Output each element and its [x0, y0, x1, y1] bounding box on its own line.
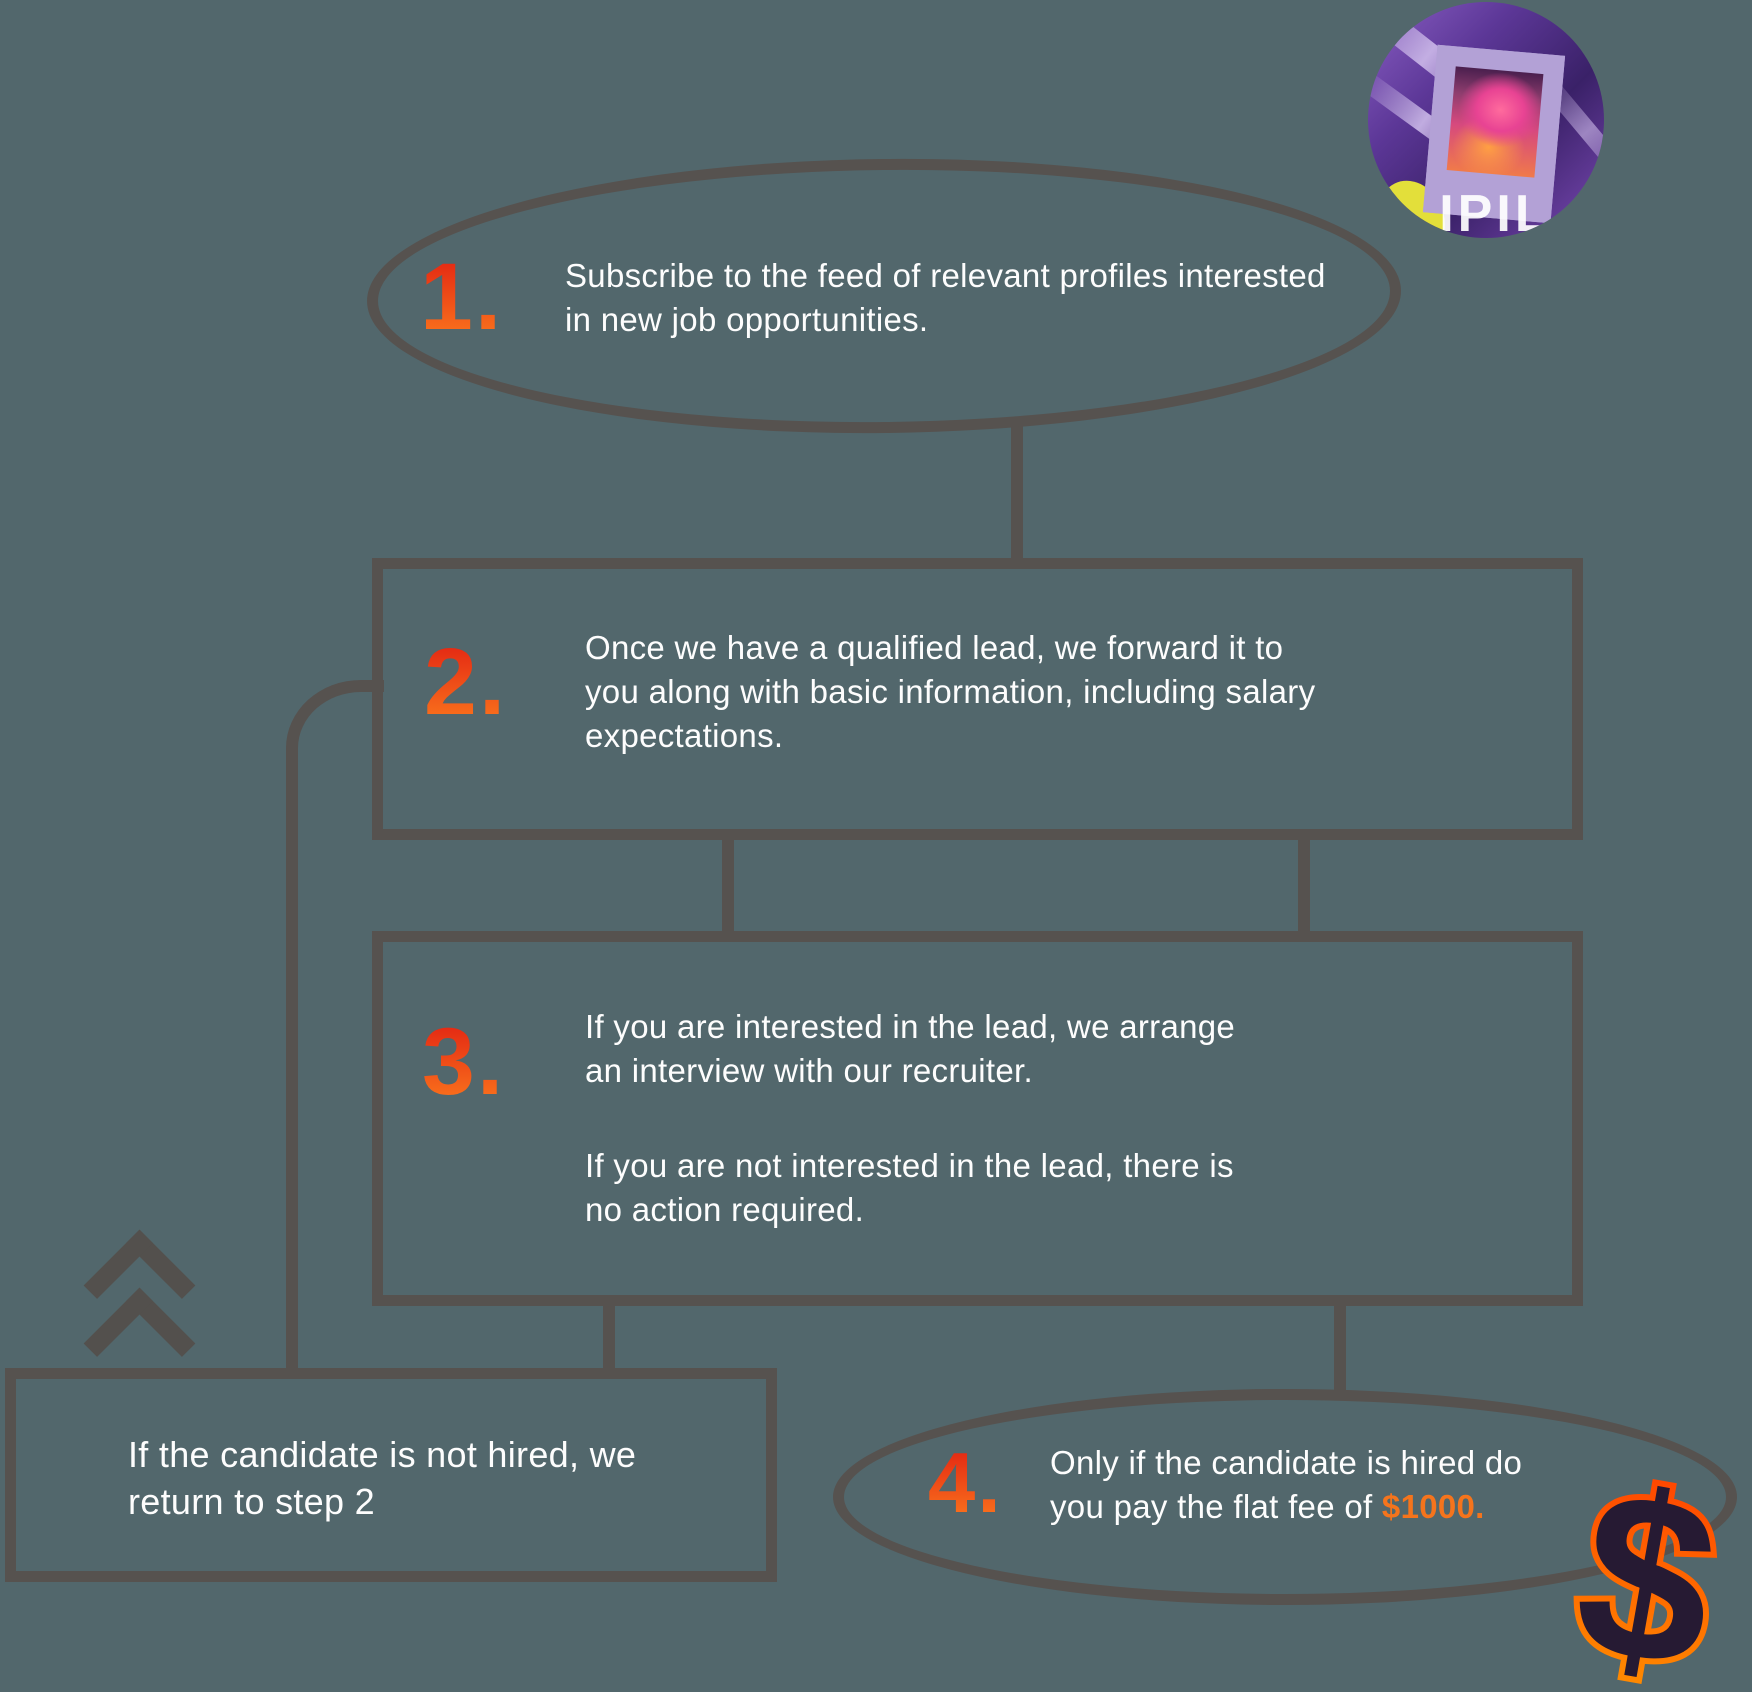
connector-step3-to-loopbox [603, 1300, 615, 1372]
step1-number: 1. [420, 244, 504, 350]
step2-box [372, 558, 1583, 840]
connector-step2-to-step3-left [722, 835, 734, 935]
connector-step1-to-step2 [1011, 420, 1023, 565]
loopback-note-text: If the candidate is not hired, we return… [128, 1431, 636, 1525]
avatar-face-photo [1446, 66, 1544, 178]
step4-ellipse [833, 1389, 1737, 1605]
avatar-logo-letters: IPIL [1439, 185, 1551, 238]
step3-box [372, 931, 1583, 1306]
step1-ellipse [365, 153, 1403, 439]
loopback-elbow-curve [286, 680, 384, 760]
step2-text-line3: expectations. [585, 717, 784, 754]
step3-text-line3: If you are not interested in the lead, t… [585, 1147, 1234, 1184]
loopback-note-box [5, 1368, 777, 1582]
dollar-glyph: $ [1560, 1438, 1734, 1692]
avatar: IPIL [1368, 2, 1604, 238]
connector-step3-to-step4 [1334, 1300, 1346, 1394]
step3-number: 3. [422, 1009, 506, 1115]
loopback-note-line2: return to step 2 [128, 1481, 375, 1522]
step3-text-line1: If you are interested in the lead, we ar… [585, 1008, 1236, 1045]
step3-text-line2: an interview with our recruiter. [585, 1052, 1033, 1089]
connector-step2-to-step3-right [1298, 835, 1310, 935]
step2-number: 2. [424, 629, 508, 735]
step2-text: Once we have a qualified lead, we forwar… [585, 626, 1315, 758]
step3-text-line4: no action required. [585, 1191, 865, 1228]
step1-text-line2: in new job opportunities. [565, 301, 929, 338]
loopback-note-line1: If the candidate is not hired, we [128, 1434, 637, 1475]
step2-text-line2: you along with basic information, includ… [585, 673, 1316, 710]
loopback-vertical-line [286, 748, 298, 1373]
step2-text-line1: Once we have a qualified lead, we forwar… [585, 629, 1284, 666]
step1-text: Subscribe to the feed of relevant profil… [565, 254, 1326, 342]
step3-text-paragraph2: If you are not interested in the lead, t… [585, 1144, 1234, 1232]
step1-text-line1: Subscribe to the feed of relevant profil… [565, 257, 1326, 294]
step3-text-paragraph1: If you are interested in the lead, we ar… [585, 1005, 1235, 1093]
dollar-sign-icon: $ [1528, 1432, 1752, 1692]
